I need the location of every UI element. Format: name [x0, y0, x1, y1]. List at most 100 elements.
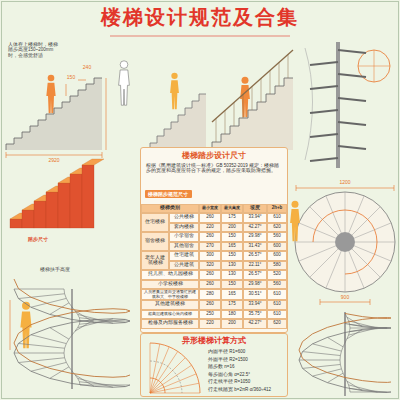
- table-cell: 托儿所、幼儿园楼梯: [141, 270, 199, 280]
- spiral-step: [327, 337, 343, 346]
- stair-profile: [6, 78, 102, 150]
- spiral-plan: [320, 302, 370, 303]
- spiral-step: [79, 382, 125, 387]
- table-cell: 600: [267, 242, 287, 252]
- spiral-elevation: [305, 42, 390, 168]
- table-cell: 180: [221, 310, 243, 320]
- spiral-plan: [394, 185, 395, 191]
- handrail: [212, 50, 293, 122]
- table-cell: 260: [199, 300, 221, 310]
- page-title: 楼梯设计规范及合集: [0, 5, 400, 29]
- dimension: 150: [64, 74, 78, 80]
- table-cell: 150: [221, 232, 243, 242]
- table-cell: 29.98°: [243, 280, 267, 290]
- baluster: [216, 118, 217, 142]
- outer-arc: [150, 343, 200, 393]
- climbing-figures: [119, 61, 206, 150]
- table-cell: 套内楼梯: [169, 223, 199, 233]
- table-cell: 610: [267, 289, 287, 300]
- spiral-plan: [290, 201, 300, 242]
- spiral-plan: [296, 188, 394, 189]
- table-cell: 42.27°: [243, 319, 267, 329]
- spiral-step: [310, 158, 338, 161]
- stair-fill: [212, 78, 293, 150]
- table-cell: 610: [267, 213, 287, 223]
- step-line: [352, 207, 380, 235]
- dimension: 900: [335, 294, 355, 300]
- spiral-plan: [296, 185, 297, 191]
- baluster: [243, 94, 244, 118]
- spiral-step: [50, 303, 69, 315]
- spiral-plan: [320, 299, 321, 305]
- radial-line: [150, 393, 200, 394]
- panel-heading: 楼梯踏步设计尺寸: [141, 148, 287, 161]
- table-cell: 130: [221, 270, 243, 280]
- stringer: [340, 313, 350, 392]
- stair-section: [78, 80, 86, 81]
- table-cell: 250: [199, 310, 221, 320]
- spiral-step: [310, 110, 338, 113]
- spiral-elevation: [336, 42, 340, 168]
- step-line: [310, 207, 338, 235]
- table-cell: 260: [199, 280, 221, 290]
- table-cell: 620: [267, 223, 287, 233]
- spiral-stair: [299, 312, 391, 396]
- riser: [70, 174, 82, 228]
- spiral-plan: [290, 185, 395, 305]
- table-cell: 33.94°: [243, 300, 267, 310]
- stair-fill: [150, 94, 206, 150]
- table-cell: 26.57°: [243, 251, 267, 261]
- dimension: 1200: [334, 179, 356, 185]
- table-header: 2h+b: [267, 204, 287, 213]
- spiral-perspective: [10, 300, 11, 350]
- baluster: [279, 62, 280, 86]
- radial-line: [150, 351, 178, 393]
- walking-line: [150, 361, 182, 393]
- stringer: [14, 289, 130, 387]
- table-cell: 200: [221, 223, 243, 233]
- fan-step-diagram: [150, 343, 200, 393]
- radial-line: [150, 374, 196, 393]
- step-line: [352, 249, 380, 277]
- baluster: [270, 70, 271, 94]
- table-cell: 31.43°: [243, 242, 267, 252]
- table-cell: 260: [199, 270, 221, 280]
- panel-heading: 楼梯踏步规范尺寸: [148, 191, 189, 197]
- step-line: [299, 246, 336, 261]
- newel: [335, 232, 355, 252]
- table-cell: 520: [267, 270, 287, 280]
- table-cell: 人员密集且竖向交通繁忙的建筑和大、中学校楼梯: [141, 289, 199, 300]
- table-cell: 26.57°: [243, 270, 267, 280]
- handrail-section: [212, 50, 293, 150]
- table-cell: 300: [199, 251, 221, 261]
- table-cell: 270: [199, 242, 221, 252]
- table-header: 最小宽度: [199, 204, 221, 213]
- formula: 踏步数 n=16: [208, 364, 287, 369]
- table-cell: 560: [267, 280, 287, 290]
- spiral-step: [338, 98, 366, 101]
- formula: 行走线踏宽 b=2πR·α/360≈412: [208, 387, 287, 392]
- table-cell: 42.27°: [243, 223, 267, 233]
- spiral-elevation: [374, 50, 375, 82]
- step-line: [345, 252, 346, 292]
- inner-arc: [150, 378, 165, 393]
- section-tag: 楼梯踏步规范尺寸: [145, 190, 192, 198]
- table-cell: 175: [221, 300, 243, 310]
- page-frame: [110, 36, 290, 37]
- table-cell: 610: [267, 310, 287, 320]
- table-cell: 公共楼梯: [169, 213, 199, 223]
- riser: [58, 183, 70, 228]
- stair-section: [102, 152, 103, 158]
- note-text: 人体在上楼梯时，楼梯踏步高度150~200mm时，会感觉舒适: [8, 42, 60, 58]
- formula: 行走线半径 R=1050: [208, 379, 287, 384]
- step-line: [295, 242, 335, 243]
- baluster: [288, 54, 289, 78]
- step-line: [310, 249, 338, 277]
- table-cell: 280: [199, 289, 221, 300]
- table-cell: 600: [267, 251, 287, 261]
- stair-section: [6, 75, 106, 158]
- table-cell: 35.75°: [243, 310, 267, 320]
- table-cell: 超高层建筑核心筒内楼梯: [141, 310, 199, 320]
